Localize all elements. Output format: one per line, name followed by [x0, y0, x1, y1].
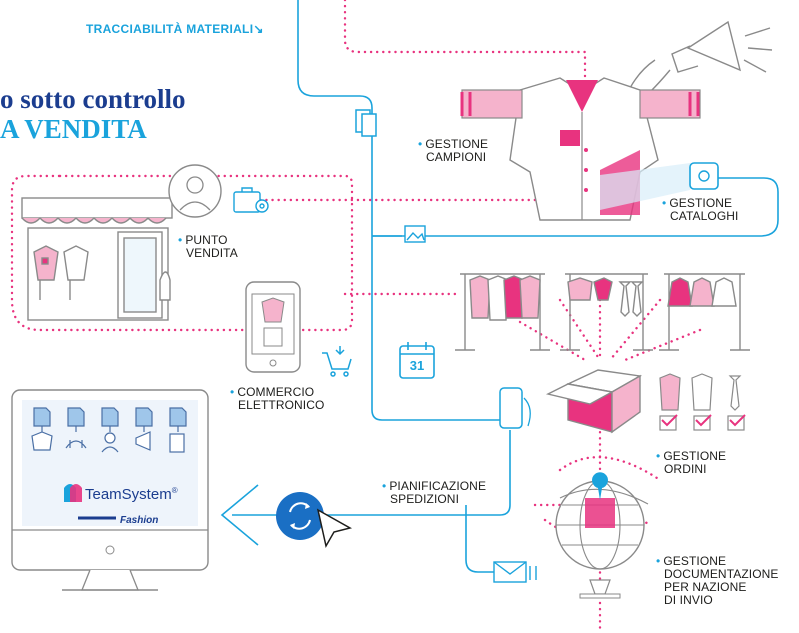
- store-icon: [21, 197, 173, 321]
- picture-icon: [404, 225, 426, 243]
- bullet: •: [230, 385, 235, 399]
- brand-name: TeamSystem: [85, 486, 172, 503]
- label-gestione-campioni: •GESTIONE CAMPIONI: [418, 137, 489, 164]
- label-gestione-documentazione: •GESTIONE DOCUMENTAZIONE PER NAZIONE DI …: [656, 554, 779, 607]
- calendar-icon: [399, 342, 435, 379]
- bullet: •: [382, 479, 387, 493]
- blue-connectors: [220, 0, 779, 573]
- catalog-icon: [600, 162, 719, 210]
- box-icon: [545, 369, 643, 434]
- teamsystem-brand: TeamSystem®: [85, 486, 178, 503]
- module-icons: [31, 407, 187, 453]
- documents-icon: [355, 109, 377, 137]
- briefcase-gear-icon: [233, 187, 269, 213]
- sync-icon: [276, 492, 324, 540]
- headline-line-2: A VENDITA: [0, 114, 147, 144]
- cart-icon: [322, 346, 352, 377]
- envelope-icon: [493, 561, 537, 583]
- smartphone-icon: [499, 387, 531, 429]
- tracciabilita-materiali-link[interactable]: TRACCIABILITÀ MATERIALI↘: [86, 22, 264, 36]
- bullet: •: [656, 554, 661, 568]
- avatar-icon: [168, 164, 222, 218]
- megaphone-icon: [629, 20, 773, 93]
- label-commercio-elettronico: •COMMERCIO ELETTRONICO: [230, 385, 325, 412]
- rack-icon: [455, 273, 750, 351]
- page-headline: o sotto controllo A VENDITA: [0, 84, 185, 144]
- label-gestione-cataloghi: •GESTIONE CATALOGHI: [662, 196, 739, 223]
- teamsystem-logo: [64, 484, 116, 520]
- label-gestione-ordini: •GESTIONE ORDINI: [656, 449, 727, 476]
- headline-line-1: o sotto controllo: [0, 84, 186, 114]
- cursor-icon: [316, 508, 353, 549]
- label-punto-vendita: •PUNTO VENDITA: [178, 233, 238, 260]
- globe-icon: [555, 472, 649, 599]
- bullet: •: [178, 233, 183, 247]
- brand-reg: ®: [171, 486, 178, 495]
- bullet: •: [662, 196, 667, 210]
- hanger-icon: [659, 373, 746, 431]
- monitor-icon: [11, 389, 209, 591]
- smartphone-icon: [245, 281, 301, 373]
- bullet: •: [656, 449, 661, 463]
- brand-sub: Fashion: [120, 515, 159, 526]
- label-pianificazione-spedizioni: •PIANIFICAZIONE SPEDIZIONI: [382, 479, 487, 506]
- bullet: •: [418, 137, 423, 151]
- calendar-day: 31: [409, 358, 425, 373]
